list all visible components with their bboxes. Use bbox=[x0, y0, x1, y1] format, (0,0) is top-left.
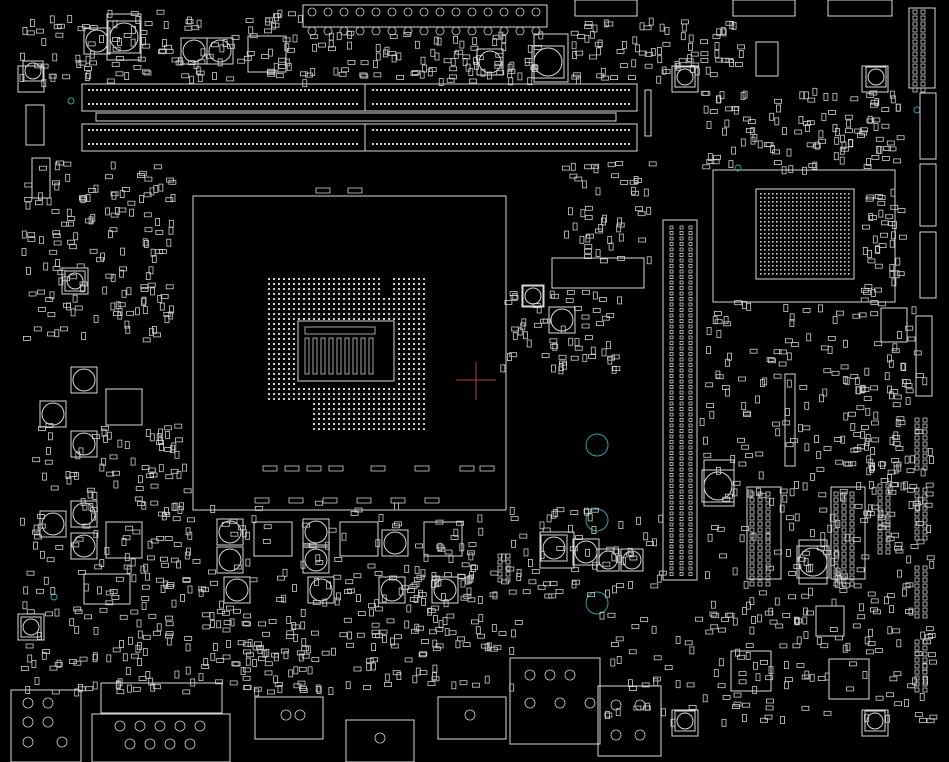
pci-slot-header bbox=[662, 219, 698, 581]
dimm-slot-a bbox=[81, 83, 638, 112]
top-connectors bbox=[302, 0, 937, 397]
dimm-slot-b bbox=[81, 123, 638, 152]
ic-packages bbox=[25, 13, 908, 700]
pin-headers bbox=[307, 7, 928, 693]
rear-io-connectors bbox=[10, 657, 662, 762]
memory-slots bbox=[81, 83, 638, 152]
cursor-crosshair bbox=[456, 362, 496, 400]
cpu-socket bbox=[192, 195, 507, 511]
smd-components bbox=[19, 9, 938, 727]
vias bbox=[50, 97, 921, 615]
chipset bbox=[712, 169, 896, 303]
